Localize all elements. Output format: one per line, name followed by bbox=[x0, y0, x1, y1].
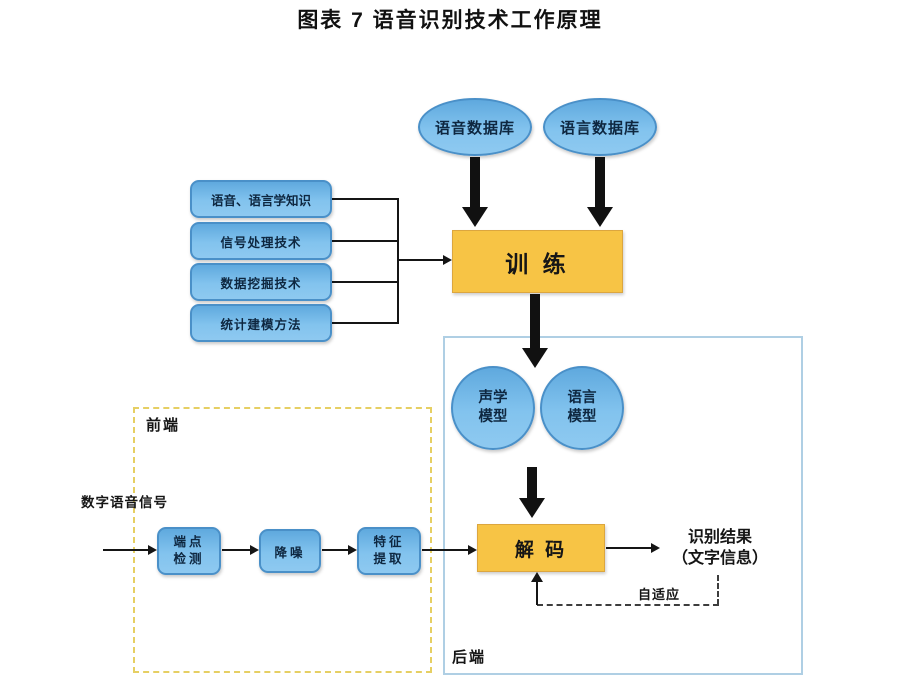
arrow-endpoint-to-denoise bbox=[222, 545, 259, 555]
acoustic-model-line1: 声学 bbox=[478, 390, 508, 406]
arrow-head-down-icon bbox=[462, 207, 488, 227]
result-line2: （文字信息） bbox=[671, 550, 768, 567]
node-train: 训 练 bbox=[452, 230, 623, 293]
feedback-dash-down bbox=[717, 575, 719, 605]
feature-extraction-line2: 提取 bbox=[373, 552, 405, 566]
result-line1: 识别结果 bbox=[687, 529, 752, 546]
endpoint-detection-line1: 端点 bbox=[173, 535, 205, 549]
node-language-model: 语言 模型 bbox=[540, 366, 624, 450]
node-language-database: 语言数据库 bbox=[543, 98, 657, 156]
arrow-head-up-icon bbox=[531, 572, 543, 582]
language-model-line2: 模型 bbox=[567, 409, 597, 425]
node-decode: 解 码 bbox=[477, 524, 605, 572]
node-acoustic-model: 声学 模型 bbox=[451, 366, 535, 450]
arrow-train-to-models bbox=[522, 294, 548, 368]
feedback-line-up bbox=[536, 581, 538, 605]
arrow-speech-db-to-train bbox=[462, 157, 488, 227]
feedback-dash-horizontal bbox=[537, 604, 719, 606]
language-model-line1: 语言 bbox=[567, 390, 597, 406]
feature-extraction-line1: 特征 bbox=[373, 535, 405, 549]
frontend-label: 前端 bbox=[146, 417, 181, 434]
node-feature-extraction: 特征 提取 bbox=[357, 527, 421, 575]
node-speech-database: 语音数据库 bbox=[418, 98, 532, 156]
node-endpoint-detection: 端点 检测 bbox=[157, 527, 221, 575]
adaptive-label: 自适应 bbox=[638, 587, 681, 602]
arrow-denoise-to-feature bbox=[322, 545, 357, 555]
connector-knowledge-4 bbox=[332, 322, 399, 324]
connector-knowledge-2 bbox=[332, 240, 399, 242]
node-knowledge-statistical-modeling: 统计建模方法 bbox=[190, 304, 332, 342]
connector-knowledge-3 bbox=[332, 281, 399, 283]
arrow-head-down-icon bbox=[587, 207, 613, 227]
endpoint-detection-line2: 检测 bbox=[173, 552, 205, 566]
arrow-shaft bbox=[530, 294, 540, 348]
node-knowledge-linguistics: 语音、语言学知识 bbox=[190, 180, 332, 218]
node-knowledge-signal-processing: 信号处理技术 bbox=[190, 222, 332, 260]
node-knowledge-data-mining: 数据挖掘技术 bbox=[190, 263, 332, 301]
arrow-head-down-icon bbox=[519, 498, 545, 518]
backend-region bbox=[443, 336, 803, 675]
result-text: 识别结果 （文字信息） bbox=[655, 527, 785, 569]
arrow-head-down-icon bbox=[522, 348, 548, 368]
node-denoise: 降噪 bbox=[259, 529, 321, 573]
arrow-shaft bbox=[595, 157, 605, 207]
arrow-shaft bbox=[527, 467, 537, 498]
frontend-region bbox=[133, 407, 432, 673]
diagram-title: 图表 7 语音识别技术工作原理 bbox=[297, 9, 603, 32]
arrow-input-to-endpoint bbox=[103, 545, 157, 555]
arrow-language-db-to-train bbox=[587, 157, 613, 227]
connector-knowledge-1 bbox=[332, 198, 399, 200]
arrow-feature-to-decode bbox=[422, 545, 477, 555]
arrow-knowledge-to-train bbox=[397, 255, 452, 265]
acoustic-model-line2: 模型 bbox=[478, 409, 508, 425]
arrow-models-to-decode bbox=[519, 467, 545, 518]
arrow-decode-to-result bbox=[606, 543, 660, 553]
backend-label: 后端 bbox=[452, 649, 487, 666]
input-signal-label: 数字语音信号 bbox=[81, 495, 168, 510]
connector-knowledge-bus bbox=[397, 198, 399, 324]
arrow-shaft bbox=[470, 157, 480, 207]
